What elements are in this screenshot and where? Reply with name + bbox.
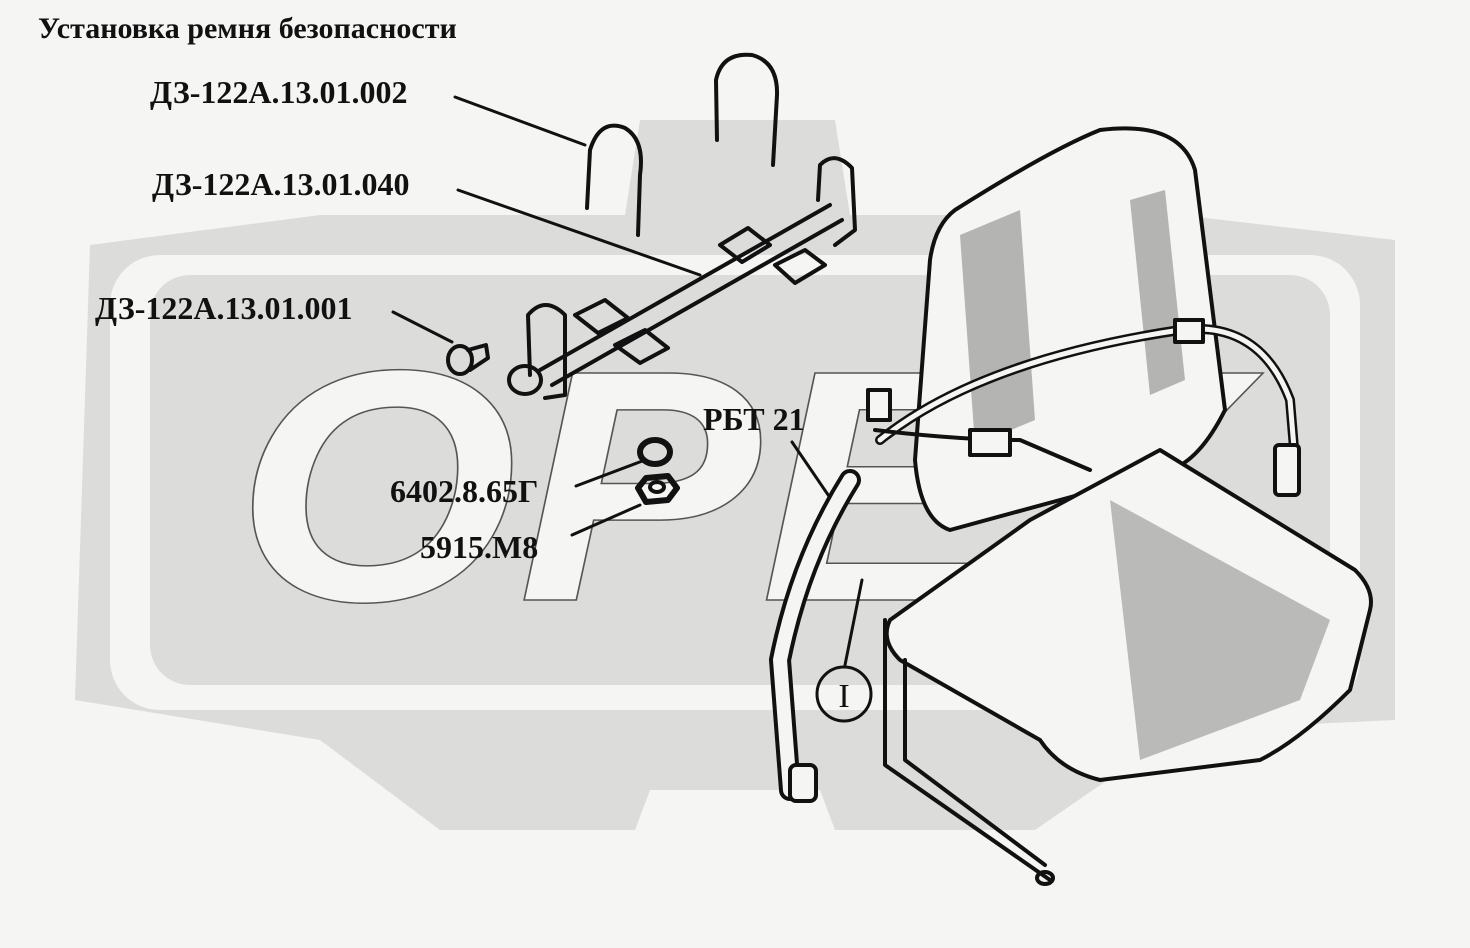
detail-callout: I	[815, 665, 873, 723]
page-title: Установка ремня безопасности	[38, 12, 457, 45]
part-label-belt: РБТ 21	[703, 401, 805, 437]
detail-callout-text: I	[838, 678, 849, 715]
bolt-part	[446, 343, 490, 376]
seat-assembly	[769, 126, 1373, 886]
part-label-bolt: ДЗ-122А.13.01.001	[95, 290, 353, 326]
washer-part	[637, 437, 673, 467]
part-label-washer: 6402.8.65Г	[390, 473, 539, 509]
u-bolt-right	[714, 52, 780, 167]
part-label-u-bolt: ДЗ-122А.13.01.002	[150, 74, 408, 110]
u-bolt-left	[585, 123, 643, 237]
part-label-nut: 5915.М8	[420, 529, 539, 565]
part-label-bracket: ДЗ-122А.13.01.040	[152, 166, 410, 202]
leader-lines	[391, 95, 864, 667]
bracket-assembly	[507, 156, 857, 400]
nut-part	[635, 473, 680, 505]
